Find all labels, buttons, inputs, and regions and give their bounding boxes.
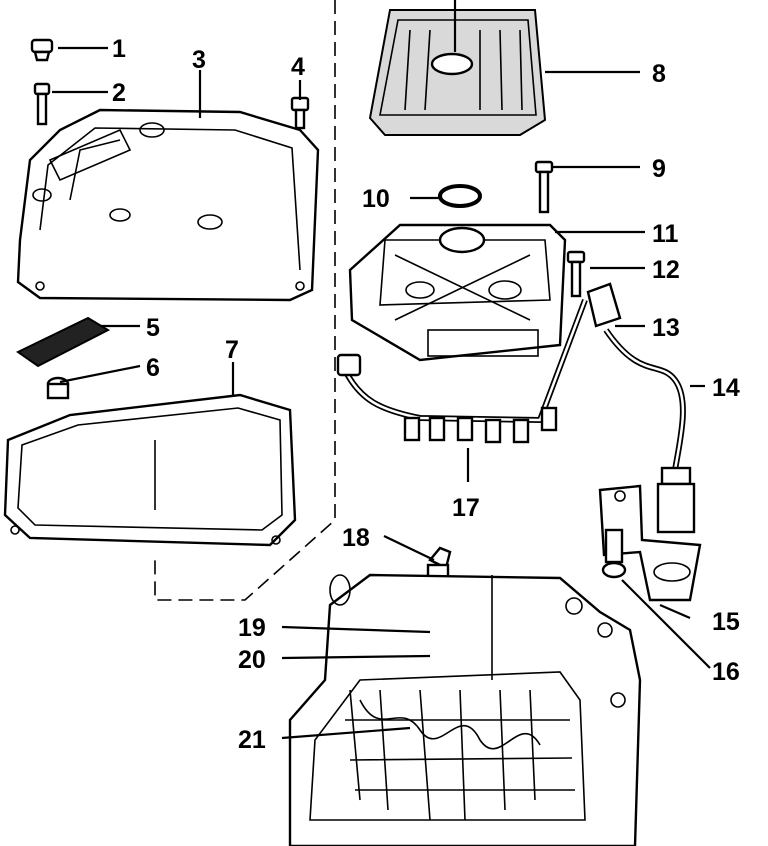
callout-4: 4: [291, 53, 305, 81]
callout-7: 7: [225, 336, 239, 364]
part-10-o-ring: [438, 184, 482, 208]
part-9-screw: [534, 160, 554, 214]
callout-2: 2: [112, 79, 126, 107]
part-5-magnet: [16, 316, 111, 368]
callout-labels: 1 2 3 4 5 6 7 8 9 10 11 12 13 14 15 16 1…: [112, 35, 740, 754]
part-2-bolt: [33, 82, 51, 126]
part-21-transmission-housing: [288, 573, 642, 846]
leader-lines: [52, 0, 711, 740]
part-16-bolt: [601, 528, 627, 579]
callout-18: 18: [342, 524, 370, 552]
callout-17: 17: [452, 494, 480, 522]
callout-19: 19: [238, 614, 266, 642]
callout-10: 10: [362, 185, 390, 213]
callout-3: 3: [192, 46, 206, 74]
callout-8: 8: [652, 60, 666, 88]
part-4-bolt: [290, 96, 310, 130]
callout-9: 9: [652, 155, 666, 183]
callout-11: 11: [652, 220, 679, 248]
callout-20: 20: [238, 646, 266, 674]
callout-1: 1: [112, 35, 126, 63]
section-divider-line: [154, 0, 336, 601]
callout-6: 6: [146, 354, 160, 382]
part-1-plug-screw: [30, 38, 54, 62]
part-17-wiring-harness: [336, 298, 588, 444]
part-11-valve-body: [348, 223, 567, 362]
callout-15: 15: [712, 608, 740, 636]
callout-14: 14: [712, 374, 740, 402]
callout-16: 16: [712, 658, 740, 686]
callout-21: 21: [238, 726, 266, 754]
callout-13: 13: [652, 314, 680, 342]
part-8-filter: [368, 9, 547, 136]
part-7-gasket: [3, 393, 297, 547]
callout-5: 5: [146, 314, 160, 342]
part-3-oil-pan: [16, 108, 320, 302]
part-13-14-sensor-cable: [586, 282, 696, 534]
part-12-screw: [566, 250, 586, 298]
callout-12: 12: [652, 256, 680, 284]
